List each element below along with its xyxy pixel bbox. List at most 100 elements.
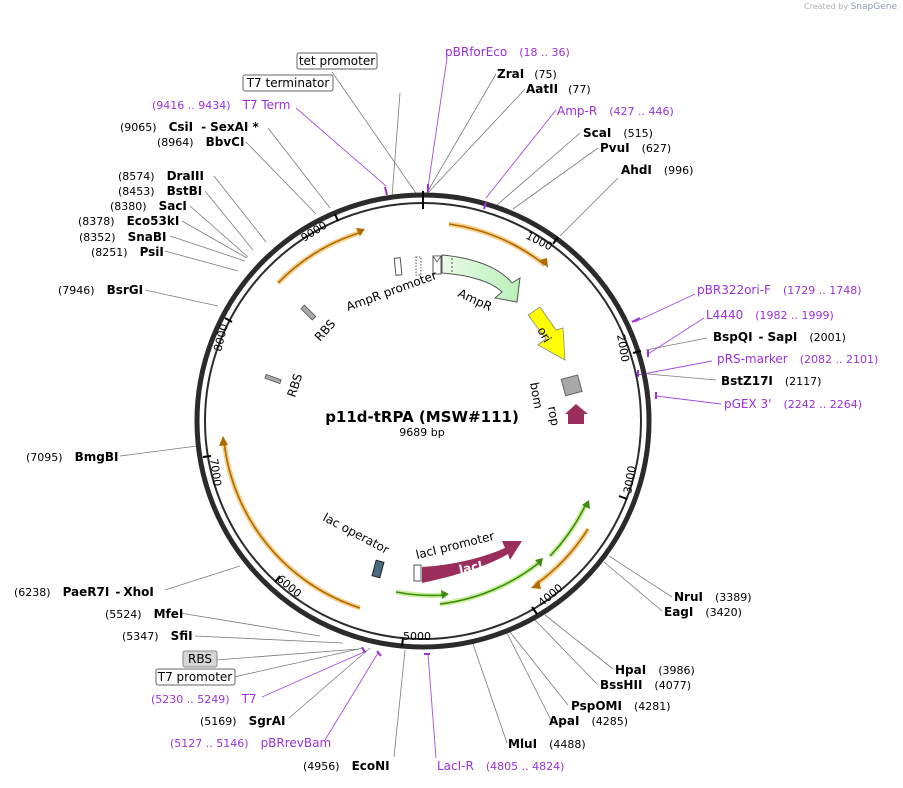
rbs-tag: RBS — [188, 652, 212, 666]
leader-psii — [164, 250, 239, 272]
rop-label: rop — [545, 405, 562, 427]
tick-4000 — [531, 606, 538, 615]
tick-6000 — [274, 575, 281, 583]
site-nrui: NruI(3389) — [674, 590, 752, 604]
leader-pvui — [512, 147, 599, 210]
primer-mark-pbrrevbam — [376, 650, 382, 657]
leader-eagi — [603, 561, 663, 612]
orf-head-5 — [582, 500, 590, 509]
leader-snabi — [169, 235, 246, 262]
leader-paer7i — [164, 565, 241, 591]
site-mfei: (5524)MfeI — [105, 607, 183, 621]
leader-econi — [393, 649, 406, 758]
lac-operator-box — [371, 559, 385, 579]
primer-pbrforeco: pBRforEco(18 .. 36) — [445, 45, 570, 59]
orf-arc-4 — [534, 528, 589, 586]
primer-pbrrevbam: (5127 .. 5146)pBRrevBam — [170, 736, 331, 750]
leader-pspomi — [509, 631, 569, 706]
ori-arrow — [527, 306, 566, 361]
site-leader-lines — [119, 71, 717, 758]
plasmid-size: 9689 bp — [399, 426, 444, 439]
site-eagi: EagI(3420) — [664, 605, 742, 619]
primer-laci-r: LacI-R(4805 .. 4824) — [437, 759, 564, 773]
site-pspomi: PspOMI(4281) — [571, 699, 671, 713]
site-sgrai: (5169)SgrAI — [200, 714, 285, 728]
site-snabi: (8352)SnaBI — [79, 230, 166, 244]
leader-nrui — [608, 555, 673, 598]
laci-label: lacI — [458, 558, 484, 577]
primer-amp-r: Amp-R(427 .. 446) — [557, 104, 674, 118]
rbs2-box — [264, 373, 282, 385]
orf-head-4 — [531, 580, 541, 589]
tick-label-7000: 7000 — [207, 458, 224, 488]
tick-2000 — [632, 350, 642, 354]
tet-promoter-box — [415, 256, 422, 276]
ampr-promoter-label: AmpR promoter — [344, 268, 438, 314]
leader-tet-promoter — [331, 71, 419, 197]
rbs1-label: RBS — [312, 317, 338, 344]
leader-t7-primer — [261, 651, 365, 698]
leader-mfei — [179, 612, 321, 637]
orf-arrowheads — [219, 228, 590, 599]
site-saci: (8380)SacI — [110, 199, 187, 213]
site-bstz17i: BstZ17I(2117) — [721, 374, 821, 388]
laci-arrow — [422, 541, 522, 583]
tick-label-8000: 8000 — [211, 322, 230, 352]
orf-head-3 — [219, 436, 228, 446]
bom-label: bom — [527, 381, 545, 410]
site-bsrgi: (7946)BsrGI — [58, 283, 143, 297]
orf-head-2 — [356, 228, 365, 236]
leader-t7-terminator — [391, 92, 401, 198]
orf-arc-2 — [277, 231, 363, 284]
site-zrai: ZraI(75) — [497, 67, 557, 81]
leader-hpai — [544, 614, 614, 670]
tick-7000 — [202, 455, 212, 458]
leader-ahdi — [559, 177, 619, 237]
tet-promoter-tag-box — [296, 52, 378, 70]
leader-mlui — [472, 643, 508, 744]
leader-bsshii — [534, 619, 598, 685]
site-draiii: (8574)DraIII — [118, 169, 204, 183]
orf-arc-6 — [439, 561, 541, 605]
primer-prs-marker: pRS-marker(2082 .. 2101) — [717, 352, 878, 366]
leader-pbrforeco — [427, 57, 448, 188]
tick-5000 — [401, 637, 404, 647]
t7-promoter-tag-box — [155, 668, 236, 686]
ampr-label: AmpR — [456, 286, 494, 314]
leader-bspqi — [645, 337, 708, 351]
leader-sgrai — [288, 647, 371, 719]
tick-3000 — [618, 495, 628, 500]
leader-csii — [267, 127, 331, 209]
leader-l4440 — [647, 317, 705, 355]
site-bspqi-sapi: BspQI-SapI(2001) — [713, 330, 846, 344]
leader-bmgbi — [119, 445, 198, 457]
site-mlui: MluI(4488) — [508, 737, 586, 751]
leader-aatii — [424, 88, 526, 197]
restriction-sites: ZraI(75) AatII(77) ScaI(515) PvuI(627) A… — [14, 67, 846, 773]
site-sfii: (5347)SfiI — [122, 629, 193, 643]
leader-zrai — [424, 73, 497, 197]
leader-rbs — [215, 648, 360, 661]
tick-label-3000: 3000 — [621, 465, 639, 495]
rbs1-box — [300, 304, 317, 321]
ticks — [202, 213, 642, 647]
t7-terminator-box — [393, 257, 403, 276]
orf-head-1 — [540, 258, 548, 268]
leader-bbvci — [245, 141, 317, 215]
primer-mark-amp-r — [483, 201, 487, 210]
leader-pgex3 — [655, 395, 722, 405]
primer-t7-term: (9416 .. 9434)T7 Term — [152, 98, 290, 112]
site-aatii: AatII(77) — [526, 82, 591, 96]
orf-arc-5 — [549, 503, 587, 557]
orf-arc-3 — [223, 440, 361, 609]
site-psii: (8251)PsiI — [91, 245, 164, 259]
bom-box — [560, 374, 583, 397]
rbs-tag-box — [182, 650, 218, 668]
orf-arc-4-glow — [533, 527, 591, 588]
site-apai: ApaI(4285) — [549, 714, 628, 728]
primer-mark-t7-term — [384, 186, 388, 196]
primer-marks — [361, 184, 657, 657]
rop-arrow — [565, 404, 588, 424]
tick-1000 — [552, 236, 559, 245]
snapgene-credit: Created by SnapGene — [804, 2, 897, 12]
